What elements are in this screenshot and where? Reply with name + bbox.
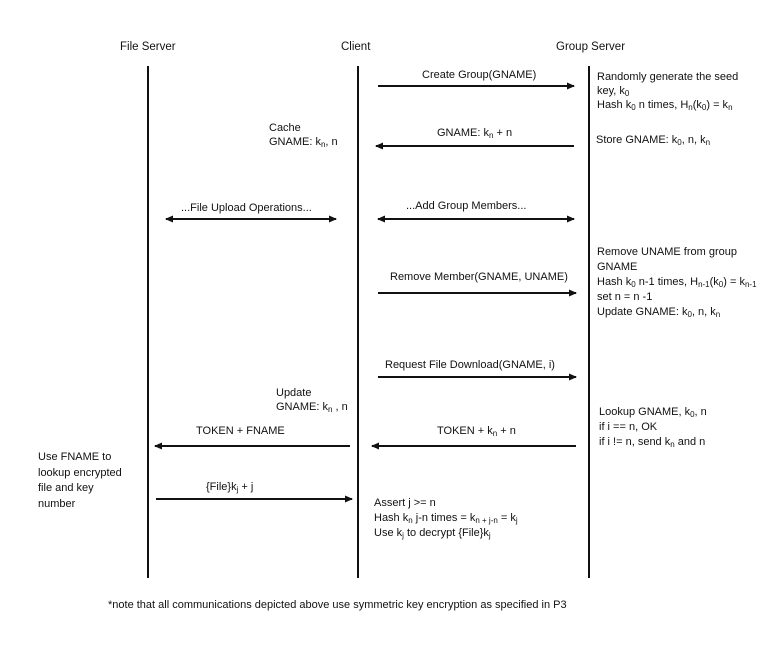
gname-kn-label: GNAME: kn + n xyxy=(437,127,513,140)
gs-create-note: Randomly generate the seed key, k0 Hash … xyxy=(597,71,739,112)
token-kn-label: TOKEN + kn + n xyxy=(437,425,516,438)
client-cache-note: Cache GNAME: kn, n xyxy=(269,122,338,149)
client-lifeline xyxy=(357,66,359,578)
gs-lookup-note: Lookup GNAME, k0, n if i == n, OK if i !… xyxy=(599,406,707,449)
footnote: *note that all communications depicted a… xyxy=(108,599,567,611)
file-server-lifeline xyxy=(147,66,149,578)
file-server-header: File Server xyxy=(120,41,176,53)
gs-store-note: Store GNAME: k0, n, kn xyxy=(596,134,711,147)
token-fname-label: TOKEN + FNAME xyxy=(196,425,285,437)
client-assert-note: Assert j >= n Hash kn j-n times = kn + j… xyxy=(374,497,518,540)
group-server-lifeline xyxy=(588,66,590,578)
request-download-label: Request File Download(GNAME, i) xyxy=(385,359,555,371)
client-update-note: Update GNAME: kn , n xyxy=(276,387,348,414)
group-server-header: Group Server xyxy=(556,41,626,53)
remove-member-label: Remove Member(GNAME, UNAME) xyxy=(390,271,568,283)
client-header: Client xyxy=(341,41,371,53)
gs-remove-note: Remove UNAME from group GNAME Hash k0 n-… xyxy=(597,246,757,319)
fs-lookup-note: Use FNAME to lookup encrypted file and k… xyxy=(38,451,122,510)
file-kj-label: {File}kj + j xyxy=(206,481,254,494)
add-members-label: ...Add Group Members... xyxy=(406,200,527,212)
file-upload-label: ...File Upload Operations... xyxy=(181,202,312,214)
create-group-label: Create Group(GNAME) xyxy=(422,69,537,81)
